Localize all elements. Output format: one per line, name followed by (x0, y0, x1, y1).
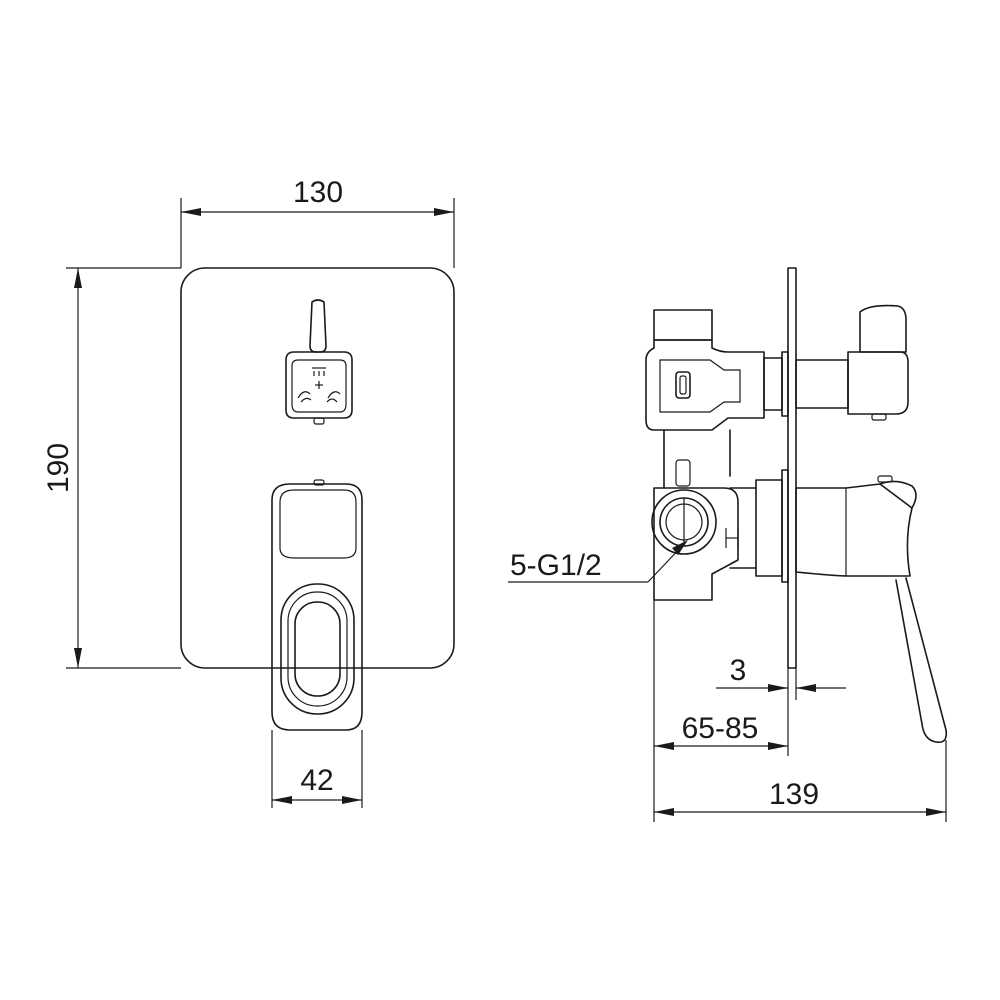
plate-thickness-label: 3 (730, 654, 747, 687)
spout-symbol-icon (326, 391, 341, 403)
shower-symbol-icon (312, 367, 326, 376)
thread-label: 5-G1/2 (510, 549, 602, 582)
install-depth-label: 65-85 (682, 712, 759, 745)
total-depth-label: 139 (769, 778, 819, 811)
plate-thickness-dimension: 3 (716, 654, 846, 700)
side-diverter-knob (795, 304, 909, 421)
mixer-lever (271, 479, 363, 731)
upper-fitting (645, 309, 789, 431)
height-dimension: 190 (42, 267, 181, 669)
side-view: 5-G1/2 3 65-85 139 (508, 267, 948, 822)
valve-body (651, 429, 789, 601)
thread-callout: 5-G1/2 (508, 540, 688, 583)
wall-plate (787, 267, 797, 669)
plate-width-label: 130 (293, 176, 343, 209)
plate-height-label: 190 (42, 443, 75, 493)
lever-width-dimension: 42 (271, 730, 363, 808)
width-dimension: 130 (180, 176, 455, 268)
diverter-knob (285, 299, 353, 425)
total-depth-dimension: 139 (654, 740, 947, 822)
install-depth-dimension: 65-85 (653, 600, 789, 822)
handshower-symbol-icon (297, 391, 312, 403)
lever-width-label: 42 (300, 764, 333, 797)
front-view: 130 190 42 (42, 176, 455, 808)
side-mixer-lever (795, 475, 948, 744)
plus-symbol-icon (315, 381, 323, 389)
cover-plate (180, 267, 455, 669)
